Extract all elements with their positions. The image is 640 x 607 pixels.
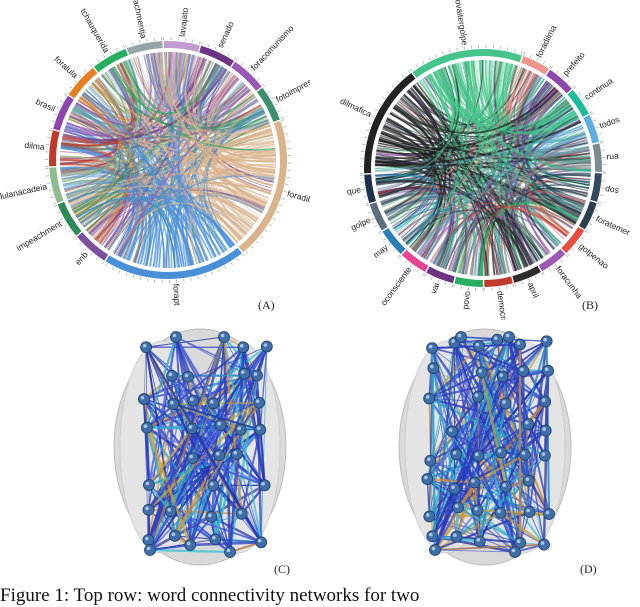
chord-arc-foratemer [578, 201, 597, 230]
brain-network-c: (C) [90, 322, 310, 584]
chord-arc-impeachment [57, 201, 82, 236]
brain-d-svg [398, 328, 572, 566]
chord-arc-oconsciente [401, 249, 429, 272]
chord-label: que [346, 184, 362, 196]
chord-arc-todos [583, 114, 600, 144]
chord-arc-democracia [484, 276, 513, 287]
chord-arc-que [364, 174, 376, 204]
chord-label: dilma [24, 140, 45, 152]
chord-arc-tchauquerida [94, 48, 128, 73]
chord-label: may [371, 242, 390, 260]
chord-label: oconsciente [379, 265, 414, 308]
chord-label: foradilma [286, 188, 310, 207]
brain-nodes [421, 331, 555, 558]
chord-ribbons [374, 59, 592, 277]
chord-label: povo [460, 290, 472, 310]
chord-label: foracunha [554, 264, 585, 301]
chord-label: golpenao [577, 241, 611, 271]
chord-label: dos [605, 183, 620, 195]
chord-label: impeachment [15, 218, 65, 253]
chord-arc-prefeito [546, 69, 572, 94]
chord-arc-dos [590, 173, 602, 202]
chord-label: todos [598, 114, 621, 130]
panel-label-a: (A) [258, 298, 275, 312]
chord-arc-april [512, 265, 541, 283]
chord-label: dilmafica [339, 96, 374, 119]
chord-label: vai [428, 281, 441, 295]
chord-label: lavajato [177, 7, 190, 38]
brain-nodes [138, 331, 273, 558]
chord-arc-dilmafica [364, 73, 416, 174]
chord-arc-foradilma [520, 56, 550, 75]
chord-arc-impeachmentja [126, 41, 163, 55]
chord-label: naovaitergolpe [452, 0, 470, 46]
chord-arc-brasil [53, 95, 74, 131]
chord-label: foralula [52, 54, 80, 80]
chord-ribbons [59, 51, 277, 269]
chord-arc-golpenao [561, 226, 585, 254]
chord-label: lulanacadeia [0, 181, 48, 201]
chord-label: enb [73, 249, 90, 266]
chord-label: impeachmentja [128, 0, 149, 40]
chord-arc-lulanacadeia [49, 167, 64, 204]
chord-arc-foracunha [538, 249, 566, 272]
chord-arc-senado [199, 45, 235, 67]
chord-arc-continua [567, 89, 589, 117]
chord-arc-naovaitergolpe [412, 48, 522, 78]
chord-arc-vai [426, 266, 455, 284]
panel-label-d: (D) [580, 562, 597, 576]
chord-label: democracia [495, 290, 511, 320]
brain-c-svg [113, 328, 287, 566]
panel-label-b: (B) [582, 298, 598, 312]
chord-arc-may [382, 228, 406, 255]
figure-caption: Figure 1: Top row: word connectivity net… [0, 585, 420, 606]
chord-label: fotoimpresso [274, 72, 310, 104]
chord-arc-foracomunismo [231, 61, 262, 91]
brain-network-d: (D) [380, 322, 610, 584]
chord-arc-foralula [68, 67, 98, 99]
chord-label: foracomunismo [249, 23, 296, 72]
chord-label: tchauquerida [79, 7, 112, 55]
chord-label: foradilma [534, 23, 559, 59]
chord-label: continua [582, 76, 614, 102]
chord-label: prefeito [561, 50, 587, 78]
chord-arc-povo [454, 276, 483, 287]
chord-label: forapt [171, 283, 182, 306]
chord-arc-dilma [48, 130, 60, 167]
chord-label: brasil [34, 96, 57, 113]
chord-arc-forapt [105, 247, 242, 279]
chord-arc-rua [592, 143, 602, 173]
chord-label: foratemer [594, 213, 631, 237]
chord-arc-golpe [369, 202, 388, 231]
chord-arc-fotoimpresso [256, 87, 280, 122]
chord-arc-lavajato [163, 41, 200, 53]
panel-label-c: (C) [274, 562, 290, 576]
chord-label: april [526, 281, 541, 300]
chord-label: rua [606, 150, 619, 161]
chord-label: senado [215, 20, 236, 50]
chord-label: golpe [349, 215, 372, 233]
chord-arc-enb [77, 232, 109, 261]
chord-arc-foradilma [238, 120, 287, 253]
